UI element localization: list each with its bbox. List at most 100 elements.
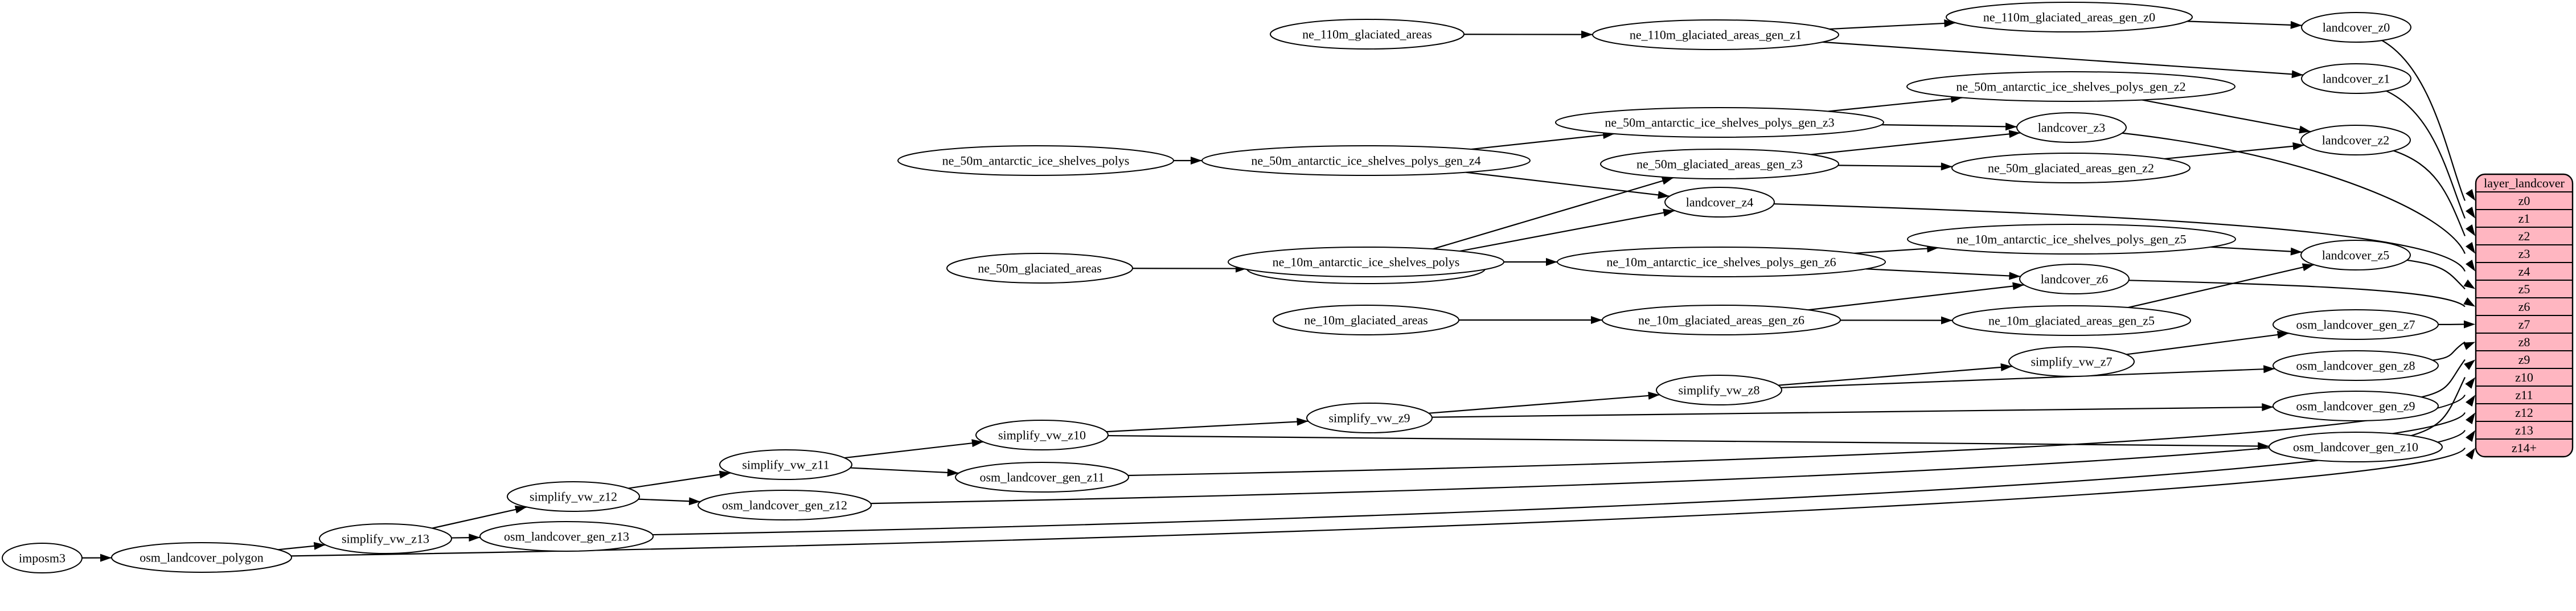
node-ellipse: [2273, 391, 2439, 421]
edge-arrowhead: [1944, 19, 1956, 27]
node-label: landcover_z0: [2323, 20, 2390, 35]
edge-ne_10m_glaciated_areas-to-ne_10m_glaciated_areas_gen_z6: [1459, 316, 1602, 324]
table-row-label-z4: z4: [2518, 264, 2530, 278]
edge-path: [1431, 406, 2274, 418]
edge-arrowhead: [2466, 206, 2475, 219]
edge-landcover_z1-to-table-z1: [2386, 90, 2475, 219]
table-row-label-z9: z9: [2518, 352, 2530, 367]
edge-path: [2393, 150, 2466, 236]
node-label: ne_10m_antarctic_ice_shelves_polys_gen_z…: [1606, 255, 1836, 269]
edge-ne_110m_glaciated_areas_gen_z0-to-landcover_z0: [2187, 20, 2302, 29]
edge-path: [1431, 210, 1675, 257]
node-ne_10m_antarctic_ice_shelves_polys_gen_z5: ne_10m_antarctic_ice_shelves_polys_gen_z…: [1907, 224, 2236, 255]
edge-arrowhead: [2466, 259, 2475, 272]
edge-path: [1412, 177, 1674, 256]
node-label: osm_landcover_gen_z8: [2296, 359, 2415, 373]
node-label: simplify_vw_z10: [998, 428, 1086, 442]
edge-arrowhead: [2302, 263, 2314, 272]
node-label: ne_50m_antarctic_ice_shelves_polys_gen_z…: [1605, 116, 1834, 130]
edge-path: [2122, 132, 2466, 254]
node-ellipse: [1600, 149, 1839, 179]
edge-ne_10m_antarctic_ice_shelves_polys_gen_z5-to-landcover_z5: [2210, 246, 2303, 256]
edge-imposm3-to-osm_landcover_polygon: [81, 553, 112, 562]
table-row-label-z3: z3: [2518, 247, 2530, 261]
node-landcover_z5: landcover_z5: [2300, 240, 2411, 270]
node-label: ne_50m_antarctic_ice_shelves_polys_gen_z…: [1251, 154, 1480, 168]
edge-simplify_vw_z11-to-simplify_vw_z10: [844, 439, 984, 459]
node-ellipse: [479, 521, 654, 552]
edge-osm_landcover_gen_z9-to-table-z9: [2421, 359, 2475, 398]
edge-path: [2210, 246, 2303, 253]
node-label: ne_110m_glaciated_areas_gen_z1: [1630, 28, 1802, 42]
edge-ne_50m_antarctic_ice_shelves_polys-to-ne_50m_antarctic_ice_shelves_polys_gen_z4: [1173, 157, 1202, 165]
edge-arrowhead: [469, 534, 481, 542]
edge-path: [1828, 97, 1963, 112]
edge-arrowhead: [1581, 30, 1593, 39]
edge-path: [2386, 90, 2466, 219]
node-ellipse: [719, 449, 852, 480]
node-ne_10m_glaciated_areas_gen_z5: ne_10m_glaciated_areas_gen_z5: [1952, 305, 2191, 336]
node-label: landcover_z5: [2322, 248, 2390, 263]
edge-path: [844, 441, 984, 459]
edge-path: [628, 472, 731, 489]
node-ellipse: [897, 145, 1174, 176]
edge-arrowhead: [2000, 363, 2012, 371]
edge-path: [1808, 284, 2024, 311]
edge-path: [871, 412, 2466, 505]
edge-arrowhead: [1663, 208, 1675, 217]
node-ellipse: [1306, 403, 1433, 433]
node-landcover_z3: landcover_z3: [2016, 112, 2127, 143]
edge-ne_50m_antarctic_ice_shelves_polys_gen_z2-to-landcover_z2: [2142, 99, 2311, 134]
edge-simplify_vw_z12-to-osm_landcover_gen_z12: [638, 497, 701, 506]
node-ne_50m_antarctic_ice_shelves_polys_gen_z2: ne_50m_antarctic_ice_shelves_polys_gen_z…: [1906, 71, 2235, 102]
edge-simplify_vw_z8-to-simplify_vw_z7: [1778, 363, 2012, 386]
table-row-label-z2: z2: [2518, 229, 2530, 243]
nodes-layer: imposm3 osm_landcover_polygon simplify_vw_…: [2, 2, 2443, 573]
edge-arrowhead: [2464, 359, 2475, 370]
table-row-label-z1: z1: [2518, 211, 2530, 225]
node-landcover_z0: landcover_z0: [2301, 12, 2411, 43]
edge-osm_landcover_polygon-to-simplify_vw_z13: [278, 542, 326, 551]
edge-arrowhead: [1658, 191, 1670, 199]
edge-arrowhead: [313, 542, 326, 550]
edge-arrowhead: [2466, 188, 2475, 201]
node-ne_50m_antarctic_ice_shelves_polys: ne_50m_antarctic_ice_shelves_polys: [897, 145, 1174, 176]
node-osm_landcover_gen_z8: osm_landcover_gen_z8: [2273, 350, 2439, 381]
node-ne_50m_glaciated_areas_gen_z3: ne_50m_glaciated_areas_gen_z3: [1600, 149, 1839, 179]
table-row-label-z7: z7: [2518, 317, 2530, 331]
edge-landcover_z5-to-table-z5: [2406, 259, 2475, 290]
node-label: osm_landcover_gen_z13: [504, 530, 629, 544]
edge-arrowhead: [2466, 241, 2475, 254]
node-ellipse: [1907, 224, 2236, 255]
node-label: imposm3: [19, 551, 65, 565]
edge-path: [1774, 203, 2466, 272]
node-ellipse: [1602, 305, 1841, 335]
edge-arrowhead: [2290, 20, 2302, 29]
node-ellipse: [1664, 187, 1775, 218]
node-osm_landcover_gen_z10: osm_landcover_gen_z10: [2269, 432, 2443, 462]
edge-path: [1471, 133, 1615, 150]
node-label: ne_50m_glaciated_areas_gen_z2: [1988, 161, 2154, 175]
edge-arrowhead: [2463, 279, 2475, 289]
edge-ne_50m_glaciated_areas_gen_z3-to-landcover_z3: [1811, 130, 2021, 155]
edge-path: [1865, 268, 2021, 277]
node-label: ne_50m_glaciated_areas: [978, 261, 1101, 276]
node-ellipse: [1592, 19, 1839, 50]
edge-landcover_z6-to-table-z6: [2128, 280, 2475, 307]
node-ellipse: [2273, 350, 2439, 381]
edge-arrowhead: [1297, 417, 1308, 426]
node-ellipse: [955, 462, 1129, 493]
table-row-label-z13: z13: [2515, 423, 2533, 437]
node-ellipse: [319, 523, 452, 554]
edge-simplify_vw_z9-to-simplify_vw_z8: [1429, 391, 1660, 414]
node-osm_landcover_polygon: osm_landcover_polygon: [111, 542, 292, 573]
edge-arrowhead: [2466, 224, 2475, 236]
edge-path: [2126, 333, 2289, 355]
edge-arrowhead: [1648, 391, 1660, 400]
edge-path: [1838, 165, 1952, 167]
node-ellipse: [2016, 112, 2127, 143]
node-simplify_vw_z13: simplify_vw_z13: [319, 523, 452, 554]
node-simplify_vw_z8: simplify_vw_z8: [1656, 375, 1782, 405]
node-label: osm_landcover_gen_z11: [979, 470, 1104, 485]
